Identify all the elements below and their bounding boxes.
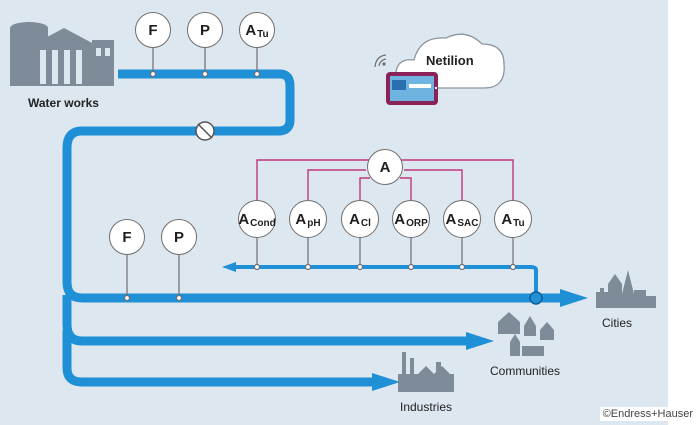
flow-sensor-top: F	[135, 12, 171, 48]
industries-label: Industries	[400, 400, 453, 414]
ph-sensor-main: A	[295, 210, 307, 228]
chlorine-sensor-main: A	[349, 210, 360, 228]
analytics-sensor-stems	[253, 238, 517, 271]
pipe-to-cities	[62, 281, 560, 303]
turbidity-sensor-top: A Tu	[239, 12, 275, 48]
flow-sensor-lower-main: F	[122, 228, 132, 246]
turbidity-sensor: A Tu	[494, 200, 532, 238]
communities-label: Communities	[490, 364, 561, 378]
ph-sensor-sub: pH	[307, 218, 321, 229]
tablet-icon	[386, 72, 438, 105]
top-sensor-stems	[149, 48, 261, 78]
lower-sensor-stems	[123, 255, 183, 302]
pipe-to-industries	[62, 330, 374, 387]
cities-icon	[596, 270, 656, 308]
orp-sensor: A ORP	[392, 200, 430, 238]
sampling-tap	[529, 291, 543, 305]
cities-label: Cities	[602, 316, 633, 330]
central-analyzer: A	[367, 149, 403, 185]
wifi-icon	[374, 54, 387, 68]
ph-sensor: A pH	[289, 200, 327, 238]
arrow-to-communities	[466, 332, 494, 350]
sampling-line	[236, 265, 538, 298]
industries-icon	[398, 352, 454, 392]
turbidity-sensor-main: A	[501, 210, 513, 228]
water-works-label: Water works	[28, 96, 99, 110]
chlorine-sensor-sub: Cl	[360, 218, 371, 229]
orp-sensor-sub: ORP	[406, 218, 428, 229]
conductivity-sensor-main: A	[238, 210, 250, 228]
sac-sensor-sub: SAC	[457, 218, 479, 229]
pressure-sensor-lower-main: P	[173, 228, 184, 246]
chlorine-sensor: A Cl	[341, 200, 379, 238]
valve-icon	[195, 121, 215, 141]
sampling-arrow	[222, 262, 236, 272]
arrow-to-industries	[372, 373, 400, 391]
turbidity-sensor-top-sub: Tu	[257, 29, 269, 40]
communities-icon	[498, 312, 554, 356]
turbidity-sensor-sub: Tu	[513, 218, 525, 229]
netilion-label: Netilion	[426, 53, 474, 68]
conductivity-sensor: A Cond	[238, 200, 276, 238]
conductivity-sensor-sub: Cond	[250, 218, 276, 229]
orp-sensor-main: A	[394, 210, 406, 228]
central-analyzer-main: A	[379, 158, 391, 176]
sac-sensor-main: A	[445, 210, 457, 228]
pressure-sensor-top-main: P	[199, 21, 210, 39]
pressure-sensor-top: P	[187, 12, 223, 48]
turbidity-sensor-top-main: A	[245, 21, 257, 39]
arrow-to-cities	[560, 289, 588, 307]
flow-sensor-top-main: F	[148, 21, 158, 39]
water-works-icon	[10, 22, 114, 86]
main-pipe	[62, 69, 295, 282]
flow-sensor-lower: F	[109, 219, 145, 255]
copyright-notice: ©Endress+Hauser	[599, 407, 696, 421]
sac-sensor: A SAC	[443, 200, 481, 238]
pressure-sensor-lower: P	[161, 219, 197, 255]
